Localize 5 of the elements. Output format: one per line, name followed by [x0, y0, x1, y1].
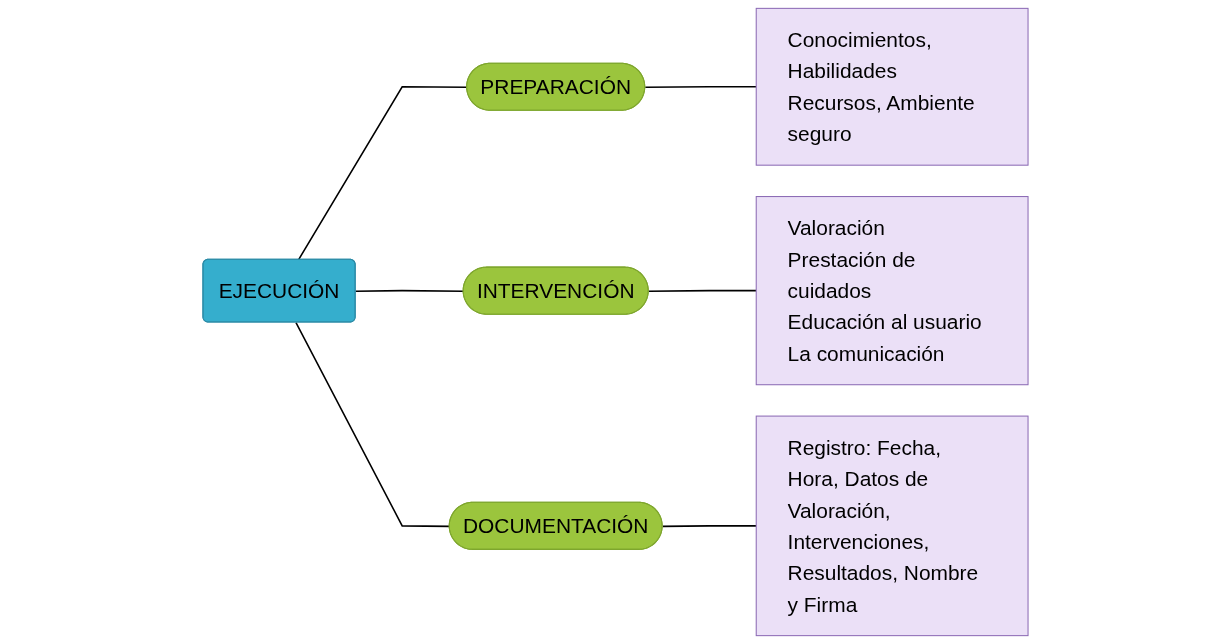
node-box: Conocimientos, Habilidades Recursos, Ambiente seguro	[755, 7, 1029, 166]
node-box: Registro: Fecha, Hora, Datos de Valoración, Intervenciones, Resultados, Nombre y Firma	[755, 415, 1029, 637]
connector	[661, 525, 757, 528]
connector	[644, 86, 757, 89]
node-box: Valoración Prestación de cuidados Educación al usuario La comunicación	[755, 196, 1029, 386]
